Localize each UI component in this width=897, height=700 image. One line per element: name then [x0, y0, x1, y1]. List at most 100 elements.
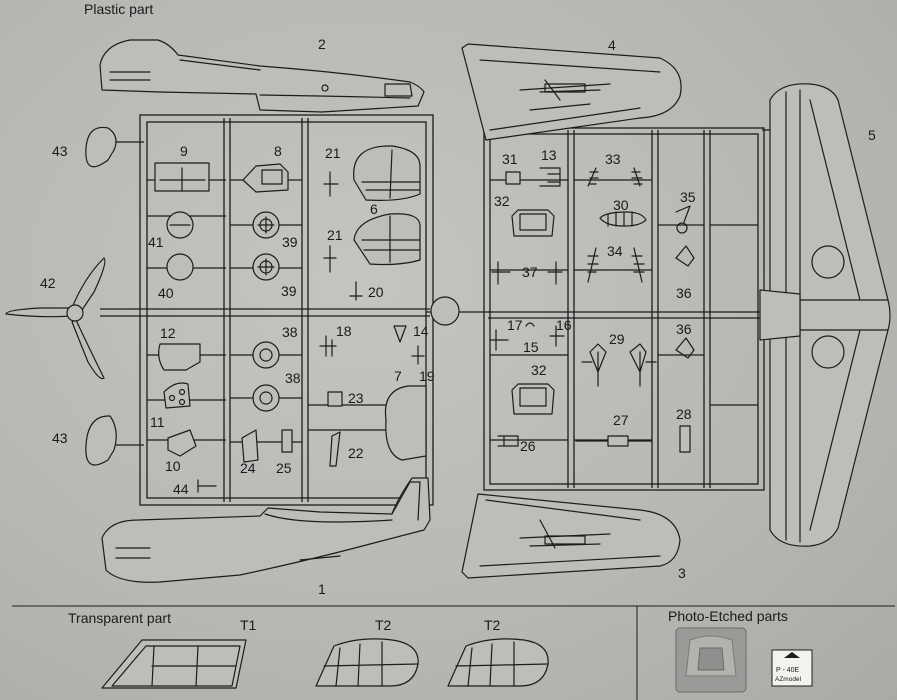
part-17: [489, 322, 535, 351]
label-43-b: 43: [52, 430, 68, 446]
label-39-a: 39: [282, 234, 298, 250]
pe-plate-text-brand: AZmodel: [775, 676, 802, 683]
part-28: [679, 425, 691, 453]
part-9: [154, 162, 210, 192]
label-38-a: 38: [282, 324, 298, 340]
label-24: 24: [240, 460, 256, 476]
part-29-a: [581, 343, 607, 387]
canopy-t1: [101, 639, 247, 689]
label-27: 27: [613, 412, 629, 428]
part-24: [241, 429, 259, 463]
stabilizer-5: [759, 83, 891, 547]
part-8: [242, 163, 289, 193]
label-23: 23: [348, 390, 364, 406]
part-13: [539, 167, 561, 187]
label-31: 31: [502, 151, 518, 167]
label-21-a: 21: [325, 145, 341, 161]
part-35: [675, 205, 691, 234]
part-18: [319, 335, 337, 357]
label-14: 14: [413, 323, 429, 339]
part-32-a: [511, 209, 555, 237]
part-27: [575, 435, 653, 447]
label-33: 33: [605, 151, 621, 167]
part-30: [599, 211, 647, 227]
label-5: 5: [868, 127, 876, 143]
wing-part-3: [461, 493, 681, 579]
wheel-well-6: [353, 145, 421, 201]
part-36-b: [675, 337, 695, 359]
label-17: 17: [507, 317, 523, 333]
part-32-b: [511, 383, 555, 415]
part-33-b: [631, 167, 643, 187]
part-12: [158, 343, 201, 371]
label-4: 4: [608, 37, 616, 53]
part-21-b: [323, 245, 337, 273]
label-22: 22: [348, 445, 364, 461]
wheel-well-6b: [353, 213, 421, 266]
label-36-a: 36: [676, 285, 692, 301]
photo-etched-title: Photo-Etched parts: [668, 608, 788, 624]
label-t2-a: T2: [375, 617, 392, 633]
pe-plate-text-model: P - 40E: [776, 667, 800, 674]
part-34-b: [631, 247, 645, 283]
label-11: 11: [150, 414, 165, 430]
part-25: [281, 429, 293, 453]
part-31: [505, 171, 521, 185]
label-3: 3: [678, 565, 686, 581]
label-26: 26: [520, 438, 536, 454]
part-20: [349, 281, 363, 301]
wheel-39-a: [252, 211, 280, 239]
part-36-a: [675, 245, 695, 267]
sprue-hub: [430, 296, 460, 326]
label-12: 12: [160, 325, 176, 341]
part-41: [166, 211, 194, 239]
label-21-b: 21: [327, 227, 343, 243]
label-15: 15: [523, 339, 539, 355]
label-9: 9: [180, 143, 188, 159]
plastic-part-title: Plastic part: [84, 1, 153, 17]
wing-part-4: [461, 43, 682, 141]
label-1: 1: [318, 581, 326, 597]
ring-38-a: [252, 341, 280, 369]
spinner-43-bottom: [85, 415, 117, 466]
part-14: [393, 325, 407, 343]
label-38-b: 38: [285, 370, 301, 386]
part-23: [327, 391, 343, 407]
part-40: [166, 253, 194, 281]
pe-fret: [675, 627, 747, 693]
label-t2-b: T2: [484, 617, 501, 633]
label-40: 40: [158, 285, 174, 301]
label-13: 13: [541, 147, 557, 163]
label-16: 16: [556, 317, 572, 333]
part-10: [167, 429, 197, 457]
part-number-labels: 2 1 3 4 5 6 7 8 9 12 13 14 15 16 17 18 1…: [40, 36, 876, 597]
label-19: 19: [419, 368, 435, 384]
part-33-a: [587, 167, 599, 187]
label-18: 18: [336, 323, 352, 339]
label-43-a: 43: [52, 143, 68, 159]
label-20: 20: [368, 284, 384, 300]
label-t1: T1: [240, 617, 257, 633]
transparent-part-title: Transparent part: [68, 610, 171, 626]
canopy-t2-a: [315, 638, 419, 687]
label-42: 42: [40, 275, 56, 291]
wheel-39-b: [252, 253, 280, 281]
part-16: [549, 325, 565, 347]
label-39-b: 39: [281, 283, 297, 299]
spinner-43-top: [85, 126, 117, 168]
label-8: 8: [274, 143, 282, 159]
part-21-a: [323, 171, 339, 197]
fuselage-half-1: [101, 477, 431, 583]
propeller-42: [5, 257, 106, 380]
label-32-b: 32: [531, 362, 547, 378]
label-2: 2: [318, 36, 326, 52]
ring-38-b: [252, 384, 280, 412]
pe-decal-plate: P - 40E AZmodel: [771, 649, 813, 687]
part-19: [411, 345, 425, 365]
right-sprue-frame: [483, 127, 776, 491]
part-34-a: [587, 247, 599, 283]
part-26: [497, 435, 519, 447]
part-22: [329, 431, 341, 467]
label-10: 10: [165, 458, 181, 474]
